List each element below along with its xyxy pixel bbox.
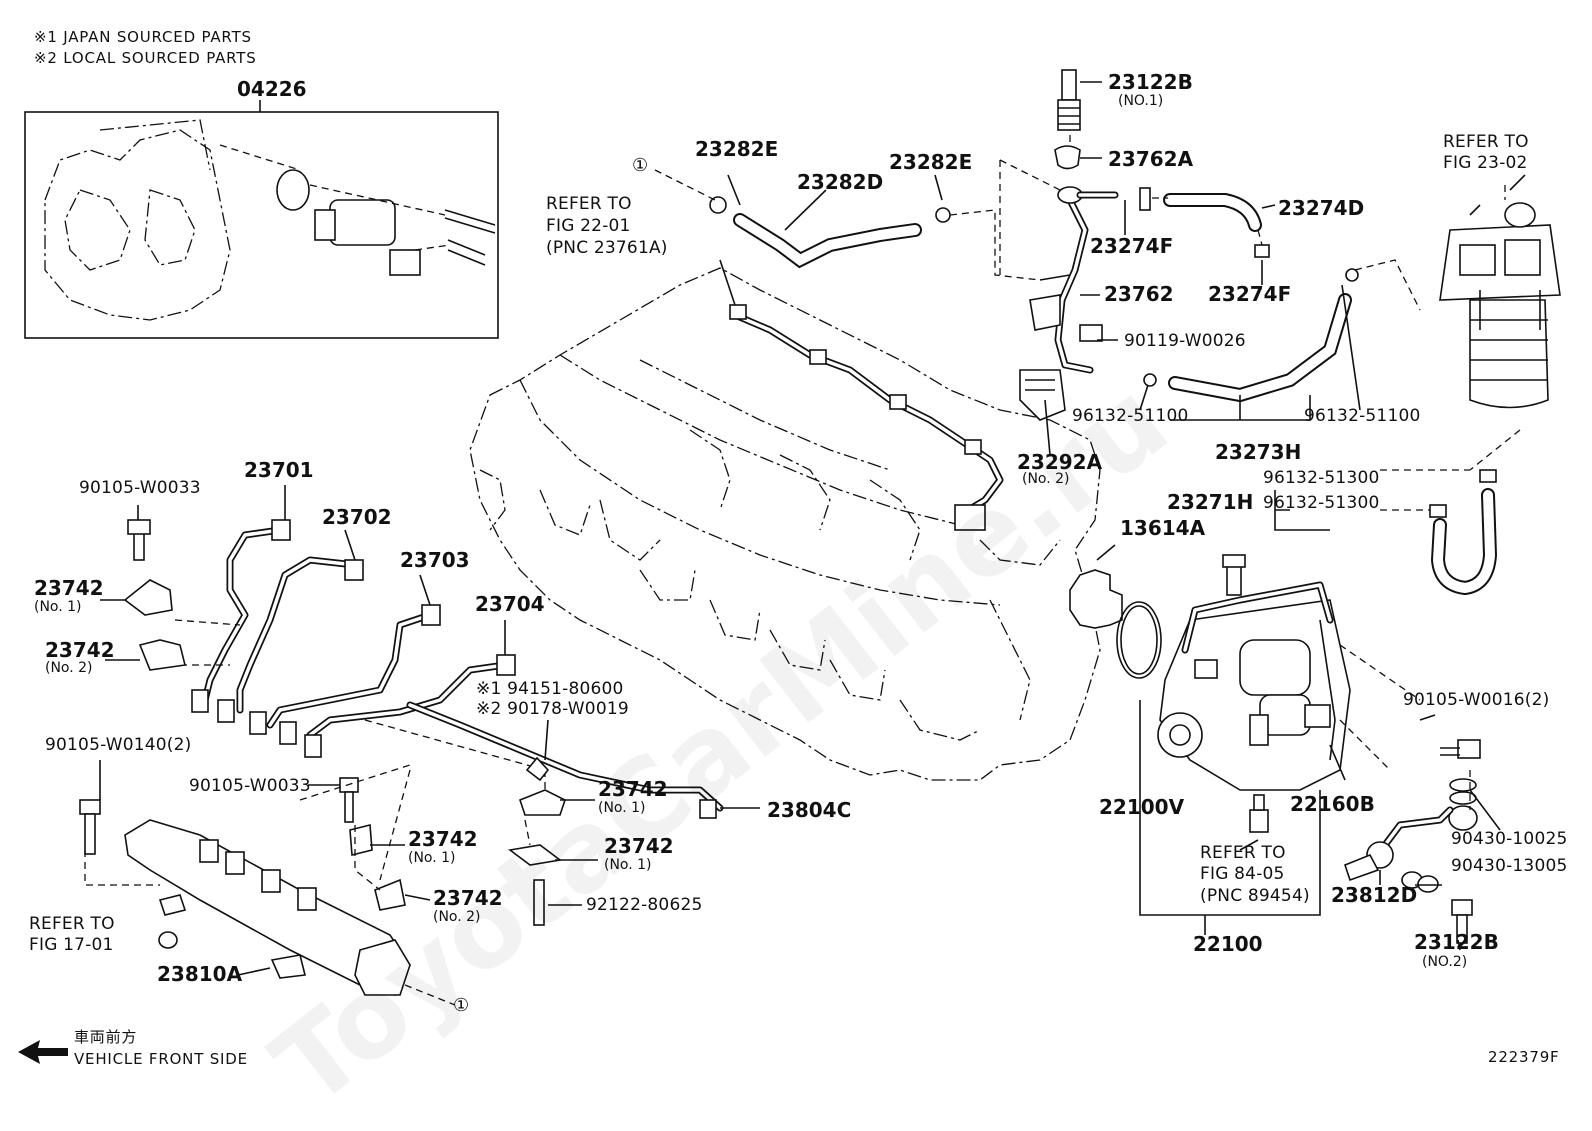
- parts-diagram: [18, 69, 1561, 1064]
- ref-fig1701-line2: FIG 17-01: [29, 935, 114, 955]
- ref-fig2302-line1: REFER TO: [1443, 132, 1529, 152]
- supply-pump: [1139, 554, 1421, 935]
- fuel-filter-assembly: [1439, 185, 1561, 409]
- return-pipe: [719, 259, 1004, 531]
- label-23762A: 23762A: [1108, 147, 1194, 171]
- label-23742-no1-b: 23742: [598, 777, 668, 801]
- ref-fig1701-line1: REFER TO: [29, 914, 115, 934]
- label-23742-no1-c: 23742: [408, 827, 478, 851]
- pump-coupling: [1069, 569, 1162, 679]
- label-23742-no1-c-sub: (No. 1): [408, 850, 456, 866]
- label-90430-10025: 90430-10025: [1451, 829, 1568, 849]
- front-label-en: VEHICLE FRONT SIDE: [74, 1050, 248, 1068]
- label-23274F-right: 23274F: [1208, 282, 1292, 306]
- label-23274F-left: 23274F: [1090, 234, 1174, 258]
- pipe-23282D: [654, 169, 1041, 281]
- label-23804C: 23804C: [767, 798, 852, 822]
- injection-pipes: [174, 519, 724, 819]
- label-96132-51100-left: 96132-51100: [1072, 406, 1189, 426]
- label-23704: 23704: [475, 592, 545, 616]
- label-23742-no1-b-sub: (No. 1): [598, 800, 646, 816]
- label-23282E-left: 23282E: [695, 137, 779, 161]
- ref-fig2302-line2: FIG 23-02: [1443, 153, 1528, 173]
- label-23292A: 23292A: [1017, 450, 1103, 474]
- label-23742-no1-a: 23742: [34, 576, 104, 600]
- label-96132-51300-top: 96132-51300: [1263, 468, 1380, 488]
- label-23701: 23701: [244, 458, 314, 482]
- label-96132-51100-right: 96132-51100: [1304, 406, 1421, 426]
- label-23282D: 23282D: [797, 170, 884, 194]
- label-94151-80600: ※1 94151-80600: [476, 679, 624, 699]
- hose-23274D: [1139, 187, 1270, 258]
- kit-04226-box: [24, 100, 499, 339]
- label-90105-W0016: 90105-W0016(2): [1403, 690, 1550, 710]
- label-90119-W0026: 90119-W0026: [1124, 331, 1246, 351]
- figure-id: 222379F: [1488, 1048, 1560, 1066]
- label-23742-no1-d: 23742: [604, 834, 674, 858]
- label-23742-no1-a-sub: (No. 1): [34, 599, 82, 615]
- label-23702: 23702: [322, 505, 392, 529]
- label-23703: 23703: [400, 548, 470, 572]
- ref-fig8405-line3: (PNC 89454): [1200, 886, 1310, 906]
- label-90105-W0033-top: 90105-W0033: [79, 478, 201, 498]
- label-23742-no2-a: 23742: [45, 638, 115, 662]
- common-rail: [124, 769, 456, 1006]
- label-92122-80625: 92122-80625: [586, 895, 703, 915]
- circle-ref-marker-bottom: ①: [453, 995, 470, 1016]
- label-23274D: 23274D: [1278, 196, 1365, 220]
- label-90430-13005: 90430-13005: [1451, 856, 1568, 876]
- leader-lines: [99, 81, 1526, 976]
- hose-23271H: [1274, 429, 1521, 596]
- label-23282E-right: 23282E: [889, 150, 973, 174]
- label-90105-W0033-bottom: 90105-W0033: [189, 776, 311, 796]
- label-23810A: 23810A: [157, 962, 243, 986]
- label-23742-no2-a-sub: (No. 2): [45, 660, 93, 676]
- front-arrow: [18, 1040, 68, 1064]
- ref-fig2201-line2: FIG 22-01: [546, 216, 631, 236]
- ref-fig2201-line3: (PNC 23761A): [546, 238, 668, 258]
- right-small-parts: [1344, 739, 1481, 944]
- label-23742-no1-d-sub: (No. 1): [604, 857, 652, 873]
- hose-23273H: [1143, 259, 1421, 421]
- label-22100V: 22100V: [1099, 795, 1185, 819]
- clamps-left: [79, 519, 566, 926]
- ref-fig2201-line1: REFER TO: [546, 194, 632, 214]
- label-04226: 04226: [237, 77, 307, 101]
- note-local-sourced: ※2 LOCAL SOURCED PARTS: [34, 49, 257, 67]
- label-23122B-top-sub: (NO.1): [1118, 93, 1164, 109]
- label-23762: 23762: [1104, 282, 1174, 306]
- label-96132-51300-bottom: 96132-51300: [1263, 493, 1380, 513]
- ref-fig8405-line2: FIG 84-05: [1200, 864, 1285, 884]
- label-13614A: 13614A: [1120, 516, 1206, 540]
- label-23271H: 23271H: [1167, 490, 1254, 514]
- front-label-jp: 車両前方: [74, 1028, 138, 1046]
- label-22160B: 22160B: [1290, 792, 1375, 816]
- engine-block-outline: [469, 267, 1101, 781]
- label-90178-W0019: ※2 90178-W0019: [476, 699, 629, 719]
- label-23273H: 23273H: [1215, 440, 1302, 464]
- label-23292A-sub: (No. 2): [1022, 471, 1070, 487]
- upper-right-pipe-assembly: [999, 69, 1119, 421]
- label-23122B-bottom-sub: (NO.2): [1422, 954, 1468, 970]
- label-23742-no2-b-sub: (No. 2): [433, 909, 481, 925]
- circle-ref-marker-top: ①: [632, 155, 649, 176]
- label-23742-no2-b: 23742: [433, 886, 503, 910]
- label-23812D: 23812D: [1331, 883, 1418, 907]
- label-23122B-top: 23122B: [1108, 70, 1193, 94]
- note-japan-sourced: ※1 JAPAN SOURCED PARTS: [34, 28, 252, 46]
- ref-fig8405-line1: REFER TO: [1200, 843, 1286, 863]
- label-90105-W0140: 90105-W0140(2): [45, 735, 192, 755]
- label-23122B-bottom: 23122B: [1414, 930, 1499, 954]
- label-22100: 22100: [1193, 932, 1263, 956]
